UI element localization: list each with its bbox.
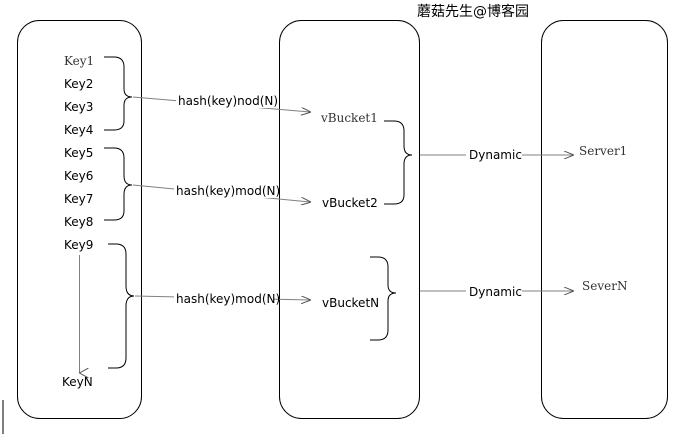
servers-container	[541, 20, 668, 419]
key-group-brace	[108, 243, 135, 369]
vbucket-label: vBucket2	[322, 196, 378, 210]
key-label: Key5	[64, 146, 93, 160]
key-group-brace	[104, 147, 133, 221]
hash-label: hash(key)mod(N)	[176, 184, 280, 198]
watermark-label: 蘑菇先生@博客园	[417, 3, 529, 20]
key-label: Key3	[64, 100, 93, 114]
key-label: Key6	[64, 169, 93, 183]
key-label: Key7	[64, 192, 93, 206]
key-label: KeyN	[62, 375, 93, 389]
hash-label: hash(key)mod(N)	[176, 292, 280, 306]
key-group-brace	[104, 56, 133, 131]
key-label: Key2	[64, 77, 93, 91]
vbuckets-container	[279, 20, 420, 419]
dynamic-label: Dynamic	[469, 148, 522, 162]
key-label: Key1	[64, 54, 94, 68]
dynamic-label: Dynamic	[469, 285, 522, 299]
hash-label-bg	[174, 183, 274, 198]
key-label: Key9	[64, 238, 93, 252]
vbucket-label: vBucket1	[320, 111, 378, 125]
vbucket-label: vBucketN	[322, 296, 379, 310]
dynamic-label-bg	[466, 147, 522, 162]
server-label: Server1	[579, 144, 627, 158]
bucket-group-brace	[370, 256, 397, 341]
hash-label-bg	[176, 93, 274, 108]
hash-label-bg	[174, 291, 274, 306]
server-label: SeverN	[582, 279, 627, 293]
dynamic-label-bg	[466, 284, 522, 299]
key-label: Key4	[64, 123, 93, 137]
keys-container	[17, 20, 142, 419]
hash-label: hash(key)nod(N)	[178, 94, 278, 108]
bucket-group-brace	[384, 120, 413, 205]
key-label: Key8	[64, 215, 93, 229]
